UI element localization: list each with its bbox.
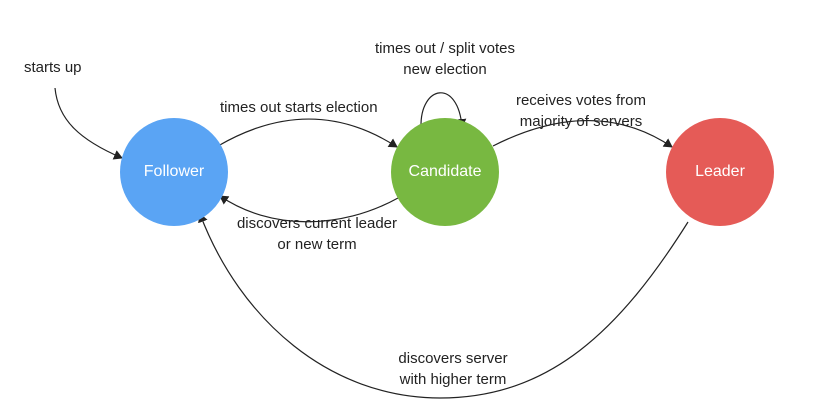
receives-votes-line2: majority of servers [519,113,643,130]
edge-label-times-out: times out starts election [220,97,378,118]
edge-receives-votes-arrow [492,120,673,148]
times-out-text: times out starts election [220,99,378,116]
leader-node: Leader [666,118,774,226]
follower-label: Follower [143,163,205,180]
split-votes-line2: new election [403,61,487,78]
receives-votes-line1: receives votes from [515,92,647,109]
discovers-leader-line1: discovers current leader [236,215,398,232]
starts-up-text: starts up [24,59,82,76]
edge-discovers-leader-arrow [219,195,399,223]
leader-label: Leader [695,163,745,180]
candidate-label: Candidate [408,163,482,180]
edge-starts-up-arrow [54,87,123,160]
candidate-node: Candidate [391,118,499,226]
edge-discovers-server-arrow [198,213,689,399]
edge-label-discovers-server: discovers server with higher term [378,348,528,390]
follower-node: Follower [120,118,228,226]
edge-label-receives-votes: receives votes from majority of servers [496,90,666,132]
edge-label-split-votes: times out / split votes new election [360,38,530,80]
edge-split-votes-loop-arrow [420,92,467,128]
discovers-server-line1: discovers server [398,350,508,367]
discovers-leader-line2: or new term [277,236,357,253]
edge-label-discovers-leader: discovers current leader or new term [222,213,412,255]
split-votes-line1: times out / split votes [374,40,516,57]
edge-times-out-arrow [217,118,398,148]
edge-label-starts-up: starts up [24,57,82,78]
discovers-server-line2: with higher term [399,371,507,388]
